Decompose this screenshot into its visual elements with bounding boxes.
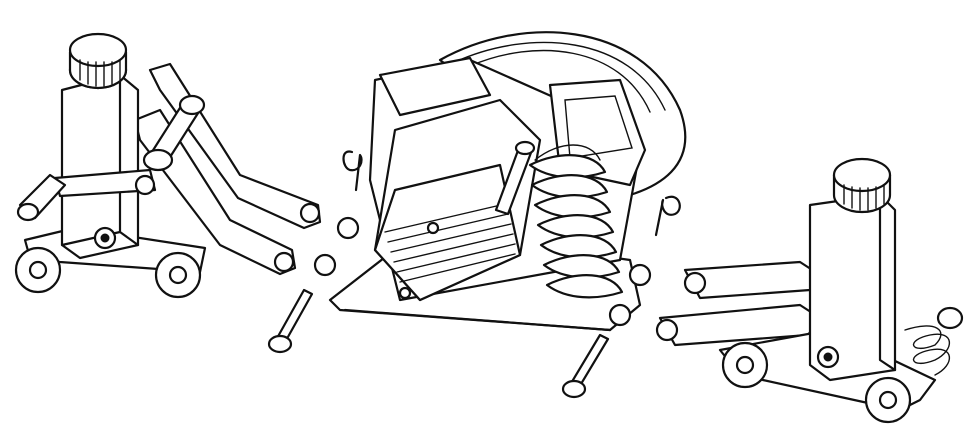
wheel-icon	[14, 246, 62, 294]
wheel-icon	[721, 341, 769, 389]
wheel-icon	[864, 376, 912, 424]
saw-motor-unit	[267, 31, 687, 399]
left-carriage	[14, 32, 322, 299]
r-clip-icon	[654, 195, 681, 237]
wheel-icon	[154, 251, 202, 299]
clevis-pin-icon	[267, 288, 314, 354]
spring-icon	[528, 144, 624, 299]
right-carriage	[655, 157, 964, 424]
motor-icon	[373, 98, 542, 302]
r-clip-icon	[342, 150, 363, 192]
knob-icon	[832, 157, 892, 214]
clevis-pin-icon	[561, 333, 610, 399]
knob-icon	[68, 32, 128, 90]
crank-handle-icon	[16, 168, 157, 222]
spring-icon	[904, 306, 964, 376]
